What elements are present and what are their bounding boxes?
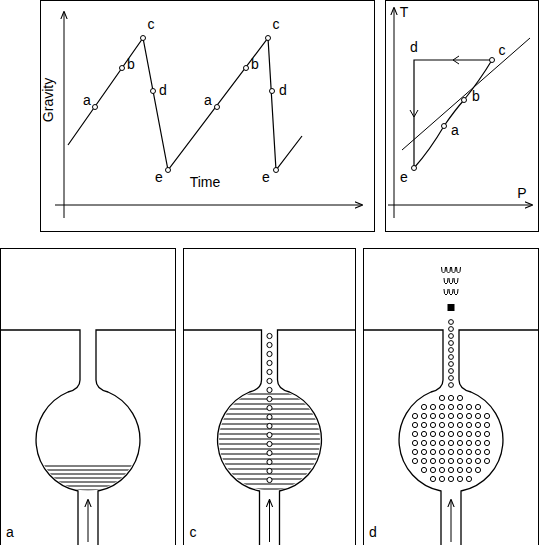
eruption-spray	[447, 267, 451, 273]
eruption-spray	[449, 289, 453, 295]
y-axis	[64, 12, 65, 218]
t-axis	[394, 8, 395, 218]
eruption-spray	[444, 278, 448, 284]
phase-frame	[386, 1, 539, 232]
geyser-panel	[184, 249, 356, 545]
eruption-spray	[442, 267, 446, 273]
eruption-spray	[452, 267, 456, 273]
point-label: e	[262, 170, 270, 184]
cycle-arrow	[453, 56, 459, 64]
eruption-spray	[457, 267, 461, 273]
panel-frame	[364, 249, 539, 545]
cycle-arrow	[410, 110, 418, 117]
inflow-arrow	[88, 500, 89, 542]
eruption-spray	[454, 278, 458, 284]
point-label: b	[127, 57, 135, 71]
chamber-contents	[36, 466, 140, 490]
panel-label: d	[369, 525, 377, 539]
point-label: a	[204, 93, 212, 107]
geyser-chamber	[1, 330, 176, 545]
boiling-curve	[402, 38, 530, 150]
panel-frame	[184, 249, 356, 545]
geyser-panel	[1, 249, 176, 545]
eruption-spray	[454, 289, 458, 295]
chamber-contents	[218, 394, 322, 489]
cycle-points	[412, 58, 495, 171]
point-label: c	[273, 17, 280, 31]
panel-label: c	[190, 525, 197, 539]
point-label: d	[159, 83, 167, 97]
point-label: a	[83, 93, 91, 107]
x-axis	[55, 205, 362, 206]
geyser-panel	[364, 249, 539, 545]
point-label: c	[499, 43, 506, 57]
inflow-arrow	[451, 500, 452, 542]
axis-title: P	[517, 186, 526, 200]
geyser-panels	[1, 249, 539, 545]
panel-frame	[1, 249, 176, 545]
point-label: e	[400, 170, 408, 184]
point-label: b	[472, 89, 480, 103]
axis-title: Time	[190, 175, 221, 189]
geyser-chamber	[184, 330, 356, 545]
point-label: a	[451, 123, 459, 137]
panel-label: a	[6, 525, 14, 539]
eruption-spray	[449, 278, 453, 284]
point-label: c	[148, 17, 155, 31]
inflow-arrow	[269, 500, 270, 542]
geyser-chamber	[364, 330, 539, 545]
gravity-curve	[68, 38, 302, 170]
axis-title: Gravity	[41, 78, 55, 122]
point-label: b	[251, 57, 259, 71]
curve-points	[93, 36, 279, 173]
eruption-spray	[444, 289, 448, 295]
point-label: d	[279, 83, 287, 97]
p-axis	[388, 205, 532, 206]
cycle-path	[414, 60, 492, 168]
point-label: e	[155, 170, 163, 184]
axis-title: T	[400, 5, 409, 19]
graph-frame	[41, 1, 375, 232]
point-label: d	[410, 40, 418, 54]
